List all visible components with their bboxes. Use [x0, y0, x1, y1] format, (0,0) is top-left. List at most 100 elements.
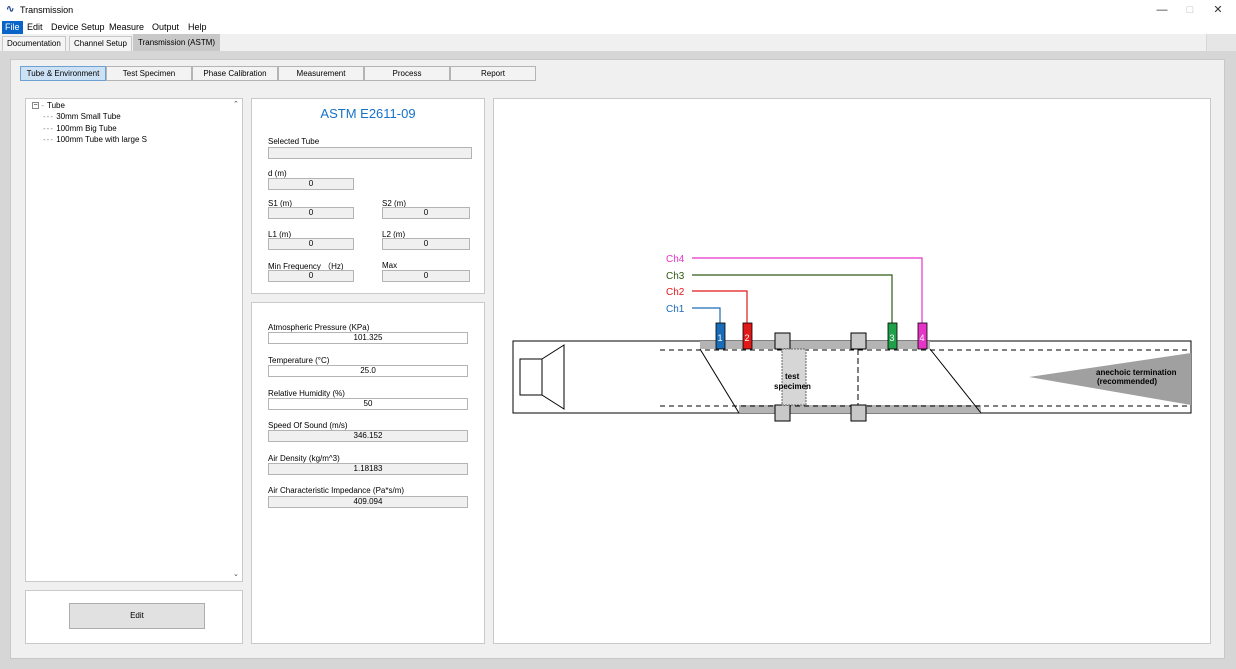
subtab-test-specimen[interactable]: Test Specimen: [106, 66, 192, 81]
tree-item-100mm-tube-large-s[interactable]: --- 100mm Tube with large S: [43, 135, 147, 144]
app-logo-icon: ∿: [6, 4, 15, 15]
menu-edit[interactable]: Edit: [27, 22, 43, 32]
pressure-label: Atmospheric Pressure (KPa): [268, 323, 370, 332]
section-diagonal-right: [929, 348, 982, 414]
workspace: Tube & Environment Test Specimen Phase C…: [0, 51, 1236, 669]
air-density-field: 1.18183: [268, 463, 468, 475]
ch4-label: Ch4: [666, 254, 685, 265]
l2-field: 0: [382, 238, 470, 250]
impedance-tube-diagram: test specimen anechoic termination (reco…: [512, 254, 1192, 422]
mic-2-number: 2: [745, 333, 750, 343]
subtab-process[interactable]: Process: [364, 66, 450, 81]
edit-panel: Edit: [25, 590, 243, 644]
microphone-4-icon: [917, 322, 928, 350]
section-diagonal-left: [699, 348, 740, 414]
pressure-input[interactable]: 101.325: [268, 332, 468, 344]
flange-left-bottom: [774, 404, 791, 422]
subtab-report[interactable]: Report: [450, 66, 536, 81]
tab-documentation[interactable]: Documentation: [2, 36, 66, 51]
tree-root-label: Tube: [46, 101, 65, 110]
speaker-icon: [541, 344, 565, 410]
tree-item-30mm-small-tube[interactable]: --- 30mm Small Tube: [43, 112, 121, 121]
l1-label: L1 (m): [268, 230, 292, 239]
s2-field: 0: [382, 207, 470, 219]
termination-label-line2: (recommended): [1097, 377, 1157, 386]
mic-3-number: 3: [890, 333, 895, 343]
ch1-label: Ch1: [666, 304, 685, 315]
tab-channel-setup[interactable]: Channel Setup: [69, 36, 132, 51]
s2-label: S2 (m): [382, 199, 406, 208]
edit-button[interactable]: Edit: [69, 603, 205, 629]
flange-right-top: [850, 332, 867, 350]
subtab-measurement[interactable]: Measurement: [278, 66, 364, 81]
termination-label-line1: anechoic termination: [1096, 368, 1177, 377]
tree-connector: -: [41, 101, 45, 110]
menu-bar: File Edit Device Setup Measure Output He…: [0, 21, 1236, 34]
microphone-3-icon: [887, 322, 898, 350]
s1-field: 0: [268, 207, 354, 219]
impedance-field: 409.094: [268, 496, 468, 508]
selected-tube-field: [268, 147, 472, 159]
anechoic-termination-wedge: [1029, 353, 1191, 405]
impedance-label: Air Characteristic Impedance (Pa*s/m): [268, 486, 405, 495]
astm-standard-title: ASTM E2611-09: [320, 106, 416, 121]
ch4-wire: [692, 257, 923, 323]
sound-speed-label: Speed Of Sound (m/s): [268, 421, 348, 430]
subtab-tube-environment[interactable]: Tube & Environment: [20, 66, 106, 81]
sound-speed-field: 346.152: [268, 430, 468, 442]
minimize-button[interactable]: —: [1156, 4, 1168, 16]
tube-tree-panel: − - Tube --- 30mm Small Tube --- 100mm B…: [25, 98, 243, 582]
window-title: Transmission: [20, 5, 74, 15]
flange-right-bottom: [850, 404, 867, 422]
d-field: 0: [268, 178, 354, 190]
ch3-label: Ch3: [666, 271, 685, 282]
l2-label: L2 (m): [382, 230, 406, 239]
specimen-label-line1: test: [785, 372, 800, 381]
menu-file[interactable]: File: [2, 21, 23, 34]
temperature-label: Temperature (°C): [268, 356, 330, 365]
tree-item-100mm-big-tube[interactable]: --- 100mm Big Tube: [43, 124, 117, 133]
subtab-phase-calibration[interactable]: Phase Calibration: [192, 66, 278, 81]
test-specimen-block: [781, 348, 807, 406]
humidity-label: Relative Humidity (%): [268, 389, 345, 398]
humidity-input[interactable]: 50: [268, 398, 468, 410]
title-bar: ∿ Transmission — □ ✕: [0, 0, 1236, 21]
tree-root-tube[interactable]: − - Tube: [32, 101, 65, 110]
temperature-input[interactable]: 25.0: [268, 365, 468, 377]
d-label: d (m): [268, 169, 287, 178]
tree-collapse-icon[interactable]: −: [32, 102, 39, 110]
menu-help[interactable]: Help: [188, 22, 207, 32]
tree-scrollbar[interactable]: ⌃ ⌄: [232, 99, 242, 581]
tube-parameters-panel: ASTM E2611-09 Selected Tube d (m) 0 S1 (…: [251, 98, 485, 294]
menu-device-setup[interactable]: Device Setup: [51, 22, 105, 32]
microphone-1-icon: [715, 322, 726, 350]
menu-output[interactable]: Output: [152, 22, 180, 32]
max-frequency-label: Max: [382, 261, 398, 270]
scroll-down-icon[interactable]: ⌄: [233, 571, 239, 578]
document-tab-bar: Documentation Channel Setup Transmission…: [0, 34, 1236, 51]
s1-label: S1 (m): [268, 199, 292, 208]
selected-tube-label: Selected Tube: [268, 137, 320, 146]
mic-4-number: 4: [920, 333, 925, 343]
tube-top-wall: [700, 341, 930, 349]
transmission-main-frame: Tube & Environment Test Specimen Phase C…: [10, 59, 1225, 659]
tab-bar-corner: [1206, 34, 1236, 51]
ch2-wire: [692, 290, 748, 323]
flange-left-top: [774, 332, 791, 350]
microphone-2-icon: [742, 322, 753, 350]
speaker-magnet: [519, 358, 543, 396]
air-density-label: Air Density (kg/m^3): [268, 454, 340, 463]
tab-transmission-astm[interactable]: Transmission (ASTM): [133, 34, 221, 51]
l1-field: 0: [268, 238, 354, 250]
close-button[interactable]: ✕: [1213, 4, 1223, 16]
specimen-label-line2: specimen: [774, 382, 811, 391]
min-frequency-field: 0: [268, 270, 354, 282]
ch2-label: Ch2: [666, 287, 685, 298]
menu-measure[interactable]: Measure: [109, 22, 145, 32]
tube-diagram-panel: test specimen anechoic termination (reco…: [493, 98, 1211, 644]
scroll-up-icon[interactable]: ⌃: [233, 101, 239, 108]
maximize-button[interactable]: □: [1186, 4, 1194, 16]
max-frequency-field: 0: [382, 270, 470, 282]
min-frequency-label: Min Frequency （Hz): [268, 262, 344, 271]
ch1-wire: [692, 307, 721, 323]
